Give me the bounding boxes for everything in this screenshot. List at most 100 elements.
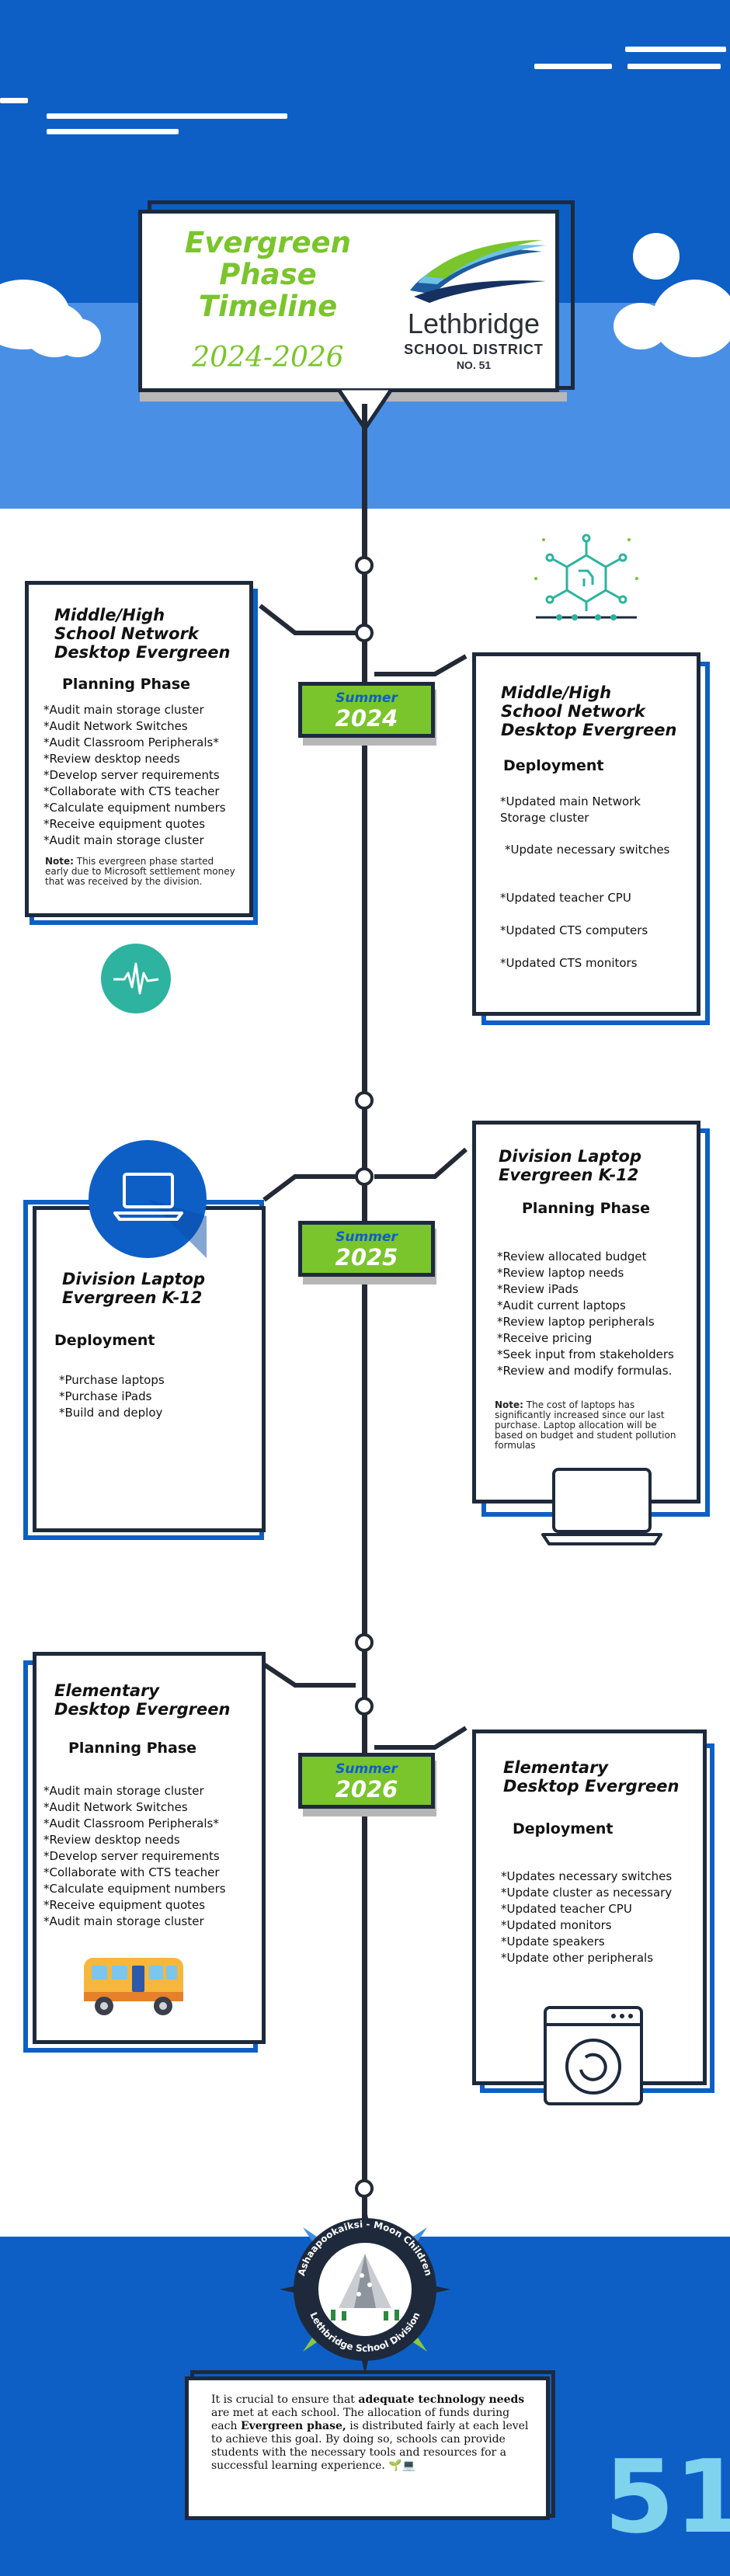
corner-number-51: 51 (604, 2438, 730, 2556)
timeline-node (355, 1091, 374, 1110)
decor-stripe (625, 47, 726, 52)
list-item: *Audit Classroom Peripherals* (43, 1816, 219, 1830)
card-2024-planning (25, 581, 253, 917)
list-item: *Updated main Network Storage cluster (500, 794, 641, 825)
timeline-node (355, 556, 374, 575)
decor-stripe (0, 98, 28, 103)
list-item: *Review laptop peripherals (497, 1315, 655, 1329)
card-note: Note: This evergreen phase started early… (45, 856, 235, 887)
card-title: Division Laptop Evergreen K-12 (62, 1270, 205, 1307)
division-seal-logo: Ashaapookaiksi - Moon Children Lethbridg… (280, 2204, 450, 2375)
list-item: *Audit main storage cluster (43, 703, 204, 717)
list-item: *Review iPads (497, 1282, 579, 1296)
list-item: *Collaborate with CTS teacher (43, 1865, 220, 1879)
decor-stripe (47, 113, 287, 119)
season-badge-2026: Summer 2026 (298, 1753, 435, 1809)
list-item: *Updated teacher CPU (500, 891, 631, 905)
task-list: *Audit main storage cluster *Audit Netwo… (43, 1783, 257, 1930)
list-item: *Audit main storage cluster (43, 1914, 204, 1928)
list-item: *Update speakers (501, 1935, 605, 1949)
decor-stripe (534, 64, 612, 69)
laptop-icon (541, 1468, 662, 1545)
school-bus-icon (84, 1958, 183, 2015)
card-phase: Planning Phase (62, 676, 191, 693)
task-list: *Audit main storage cluster *Audit Netwo… (43, 702, 249, 849)
list-item: *Update necessary switches (505, 843, 670, 857)
circuit-chip-icon (534, 534, 638, 621)
list-item: *Updated teacher CPU (501, 1902, 632, 1916)
list-item: *Updated monitors (501, 1918, 612, 1932)
task-list: *Purchase laptops *Purchase iPads *Build… (59, 1372, 245, 1421)
season-badge-2025: Summer 2025 (298, 1221, 435, 1277)
decor-stripe (47, 129, 179, 134)
washing-machine-icon (544, 2006, 643, 2105)
card-title: Middle/High School Network Desktop Everg… (501, 683, 677, 739)
timeline-line (362, 404, 367, 2275)
footer-message-box (185, 2376, 550, 2520)
timeline-node (355, 1167, 374, 1186)
card-title: Elementary Desktop Evergreen (503, 1758, 680, 1796)
list-item: *Audit main storage cluster (43, 1784, 204, 1798)
list-item: *Updated CTS computers (500, 923, 648, 937)
cloud (54, 318, 101, 357)
card-2025-planning (472, 1121, 700, 1504)
list-item: *Audit Network Switches (43, 1800, 188, 1814)
list-item: *Review desktop needs (43, 1833, 180, 1847)
cloud (633, 233, 680, 280)
timeline-node (355, 2179, 374, 2198)
list-item: *Review desktop needs (43, 752, 180, 766)
list-item: *Audit Network Switches (43, 719, 188, 733)
list-item: *Update other peripherals (501, 1951, 654, 1965)
list-item: *Updates necessary switches (501, 1869, 673, 1883)
card-note: Note: The cost of laptops has significan… (495, 1399, 676, 1451)
list-item: *Audit main storage cluster (43, 833, 204, 847)
list-item: *Develop server requirements (43, 1849, 220, 1863)
list-item: *Update cluster as necessary (501, 1886, 673, 1900)
list-item: *Receive equipment quotes (43, 1898, 206, 1912)
card-phase: Planning Phase (68, 1740, 197, 1757)
list-item: *Updated CTS monitors (500, 956, 638, 970)
list-item: *Purchase laptops (59, 1373, 165, 1387)
list-item: *Build and deploy (59, 1406, 163, 1420)
title-years: 2024-2026 (192, 342, 344, 374)
list-item: *Seek input from stakeholders (497, 1347, 674, 1361)
title-box (138, 210, 559, 392)
card-title: Elementary Desktop Evergreen (54, 1681, 231, 1719)
card-title: Division Laptop Evergreen K-12 (499, 1147, 641, 1184)
card-2024-deployment (472, 652, 700, 1016)
card-phase: Planning Phase (522, 1200, 651, 1217)
audio-wave-icon (101, 944, 171, 1013)
logo-text-district: SCHOOL DISTRICT (404, 342, 544, 357)
timeline-node (355, 1633, 374, 1652)
card-phase: Deployment (503, 757, 604, 774)
list-item: *Receive equipment quotes (43, 817, 206, 831)
card-phase: Deployment (513, 1820, 614, 1837)
task-list: *Updates necessary switches *Update clus… (501, 1869, 704, 1966)
cloud (652, 280, 730, 357)
timeline-node (355, 624, 374, 642)
task-list: *Review allocated budget *Review laptop … (497, 1249, 699, 1379)
list-item: *Calculate equipment numbers (43, 801, 226, 815)
list-item: *Review and modify formulas. (497, 1364, 673, 1378)
laptop-circle-icon (89, 1140, 207, 1258)
list-item: *Develop server requirements (43, 768, 220, 782)
list-item: *Collaborate with CTS teacher (43, 784, 220, 798)
decor-stripe (627, 64, 721, 69)
list-item: *Receive pricing (497, 1331, 593, 1345)
logo-text-lethbridge: Lethbridge (407, 308, 541, 339)
list-item: *Review allocated budget (497, 1250, 647, 1264)
list-item: *Audit Classroom Peripherals* (43, 735, 219, 749)
list-item: *Calculate equipment numbers (43, 1882, 226, 1896)
page-title: Evergreen Phase Timeline (185, 226, 351, 323)
task-list: *Updated main Network Storage cluster *U… (500, 794, 671, 988)
card-title: Middle/High School Network Desktop Everg… (54, 606, 231, 662)
footer-message: It is crucial to ensure that adequate te… (211, 2393, 529, 2472)
timeline-connectors (259, 603, 468, 1750)
list-item: *Audit current laptops (497, 1298, 626, 1312)
card-phase: Deployment (54, 1332, 155, 1349)
list-item: *Review laptop needs (497, 1266, 624, 1280)
season-badge-2024: Summer 2024 (298, 682, 435, 738)
timeline-node (355, 1697, 374, 1716)
list-item: *Purchase iPads (59, 1389, 152, 1403)
district-logo-icon (410, 240, 546, 303)
